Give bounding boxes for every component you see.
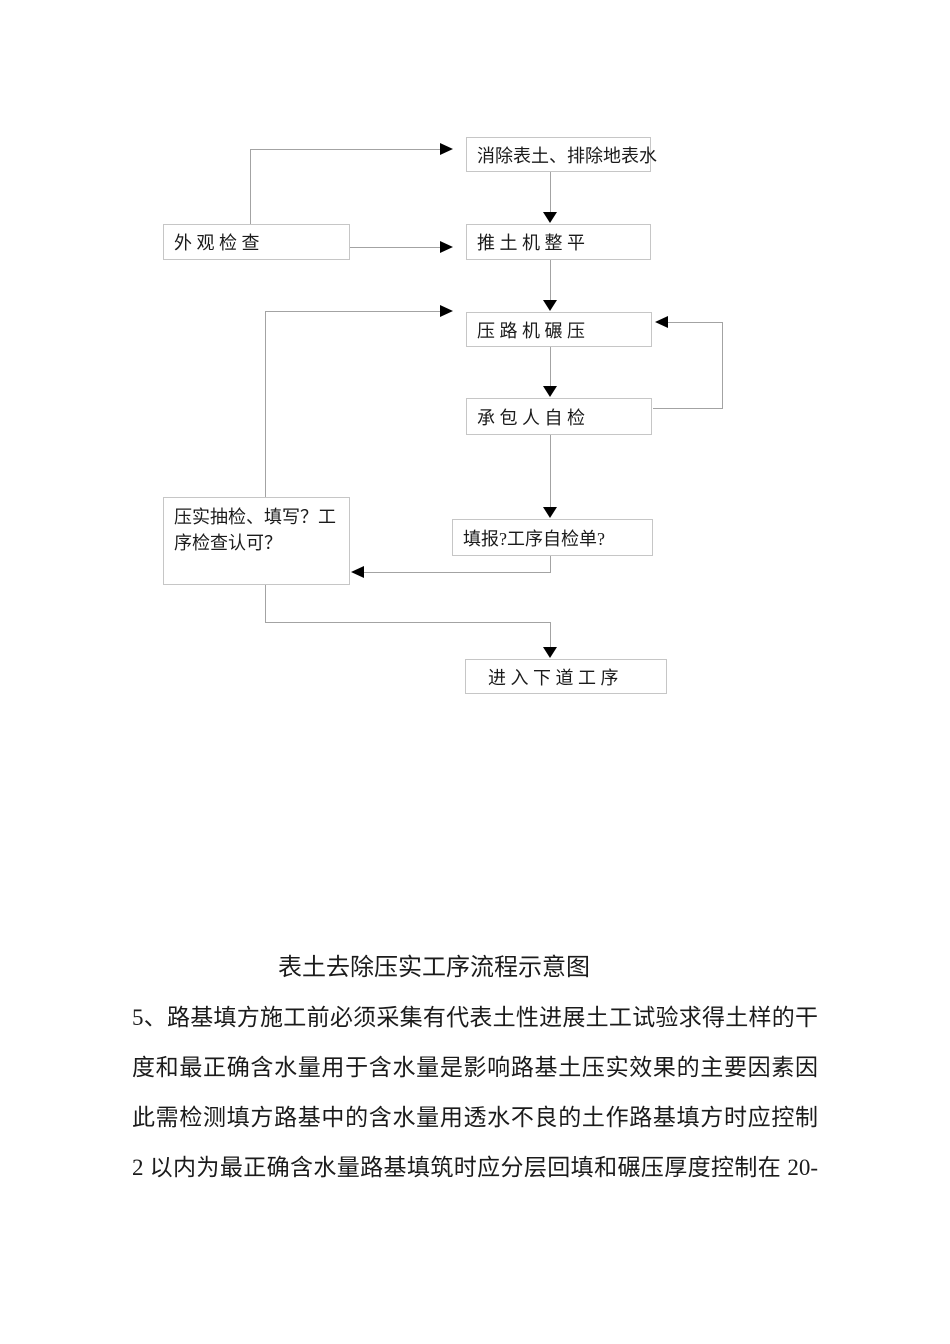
- arrow-left-icon: [655, 316, 668, 328]
- connector-line: [362, 572, 551, 573]
- arrow-down-icon: [543, 300, 557, 311]
- connector-line: [265, 622, 551, 623]
- flow-box-next-process: 进 入 下 道 工 序: [465, 659, 667, 694]
- flow-box-fill-self-check-form-label: 填报?工序自检单?: [463, 528, 605, 549]
- arrow-down-icon: [543, 386, 557, 397]
- flow-box-appearance-check: 外 观 检 查: [163, 224, 350, 260]
- paragraph-line: 2 以内为最正确含水量路基填筑时应分层回填和碾压厚度控制在 20-: [132, 1155, 818, 1180]
- flow-box-bulldozer-leveling-label: 推 土 机 整 平: [477, 233, 585, 253]
- arrow-down-icon: [543, 647, 557, 658]
- connector-line: [550, 172, 551, 214]
- arrow-right-icon: [440, 143, 453, 155]
- connector-line: [653, 408, 723, 409]
- connector-line: [550, 556, 551, 573]
- flow-box-compaction-sampling-label: 压实抽检、填写？工序检查认可？: [174, 507, 336, 553]
- flow-box-clear-topsoil-label: 消除表土、排除地表水: [477, 145, 657, 166]
- connector-line: [550, 260, 551, 302]
- arrow-right-icon: [440, 305, 453, 317]
- body-paragraph: 5、路基填方施工前必须采集有代表土性进展土工试验求得土样的干 度和最正确含水量用…: [132, 993, 818, 1193]
- paragraph-line: 此需检测填方路基中的含水量用透水不良的土作路基填方时应控制: [132, 1105, 818, 1130]
- flow-box-clear-topsoil: 消除表土、排除地表水: [466, 137, 657, 172]
- connector-line: [265, 311, 440, 312]
- arrow-down-icon: [543, 507, 557, 518]
- connector-line: [668, 322, 723, 323]
- arrow-left-icon: [351, 566, 364, 578]
- connector-line: [265, 311, 266, 497]
- figure-caption: 表土去除压实工序流程示意图: [278, 955, 590, 981]
- paragraph-line: 5、路基填方施工前必须采集有代表土性进展土工试验求得土样的干: [132, 1005, 818, 1030]
- flow-box-roller-compaction-label: 压 路 机 碾 压: [477, 320, 585, 341]
- connector-line: [265, 585, 266, 622]
- paragraph-line: 度和最正确含水量用于含水量是影响路基土压实效果的主要因素因: [132, 1055, 818, 1080]
- flow-box-appearance-check-label: 外 观 检 查: [174, 233, 260, 253]
- flow-box-roller-compaction: 压 路 机 碾 压: [466, 312, 652, 347]
- flow-box-contractor-self-check: 承 包 人 自 检: [466, 398, 652, 435]
- flow-box-compaction-sampling: 压实抽检、填写？工序检查认可？: [163, 497, 350, 585]
- flow-box-contractor-self-check-label: 承 包 人 自 检: [477, 407, 585, 428]
- connector-line: [550, 347, 551, 387]
- flow-box-bulldozer-leveling: 推 土 机 整 平: [466, 224, 651, 260]
- flow-box-fill-self-check-form: 填报?工序自检单?: [452, 519, 653, 556]
- connector-line: [350, 247, 440, 248]
- arrow-right-icon: [440, 241, 453, 253]
- connector-line: [550, 622, 551, 648]
- arrow-down-icon: [543, 212, 557, 223]
- connector-line: [550, 435, 551, 508]
- connector-line: [722, 322, 723, 409]
- flow-box-next-process-label: 进 入 下 道 工 序: [488, 667, 619, 688]
- connector-line: [250, 149, 251, 224]
- connector-line: [250, 149, 440, 150]
